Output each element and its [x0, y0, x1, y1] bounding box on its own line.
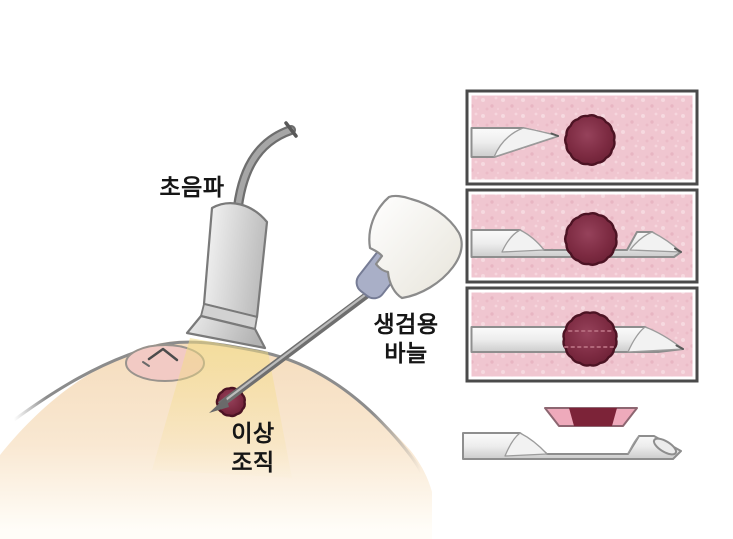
open-biopsy-needle	[462, 432, 682, 460]
biopsy-gun-handle	[368, 194, 463, 300]
biopsy-step-panel-1	[465, 89, 699, 186]
biopsy-step-panel-3	[465, 286, 699, 383]
biopsy-needle-tip	[209, 397, 229, 413]
abnormal-tissue-label-line1: 이상	[231, 420, 275, 446]
abnormal-tissue-label: 이상 조직	[210, 419, 296, 477]
ultrasound-label: 초음파	[159, 174, 225, 200]
biopsy-needle-label-line2: 바늘	[384, 340, 428, 366]
tissue-sample	[544, 407, 638, 427]
biopsy-needle-label-line1: 생검용	[373, 311, 439, 337]
biopsy-step-panel-2	[465, 188, 699, 284]
biopsy-needle-label: 생검용 바늘	[360, 310, 452, 368]
abnormal-tissue-label-line2: 조직	[231, 449, 275, 475]
biopsy-needle-device	[209, 194, 463, 413]
ultrasound-probe	[185, 121, 298, 350]
